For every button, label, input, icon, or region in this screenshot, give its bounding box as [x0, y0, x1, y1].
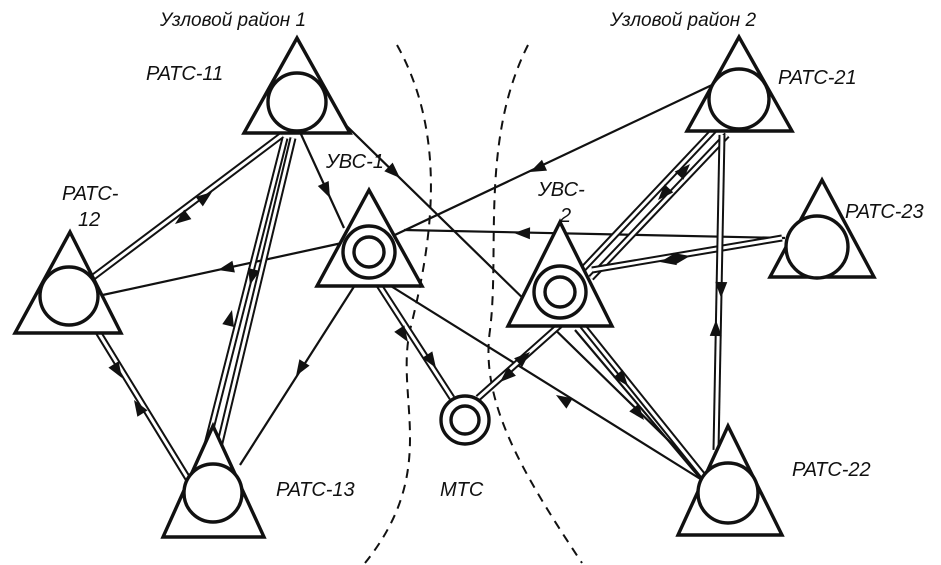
link-ratc11-ratc22	[317, 97, 710, 481]
arrowheads	[108, 159, 728, 420]
ratc-12-circle	[38, 265, 100, 327]
link-uvs1-ratc22	[377, 277, 703, 481]
arrow-ratc21-uvs1	[530, 159, 548, 172]
arrow-ratc22-uvs1	[556, 395, 573, 409]
mtc-label: МТС	[440, 479, 484, 501]
dlink-ratc21-ratc22-inner	[714, 134, 724, 451]
arrow-uvs1-ratc13	[296, 359, 310, 376]
ratc-21-circle	[707, 67, 771, 131]
arrow-ratc23-uvs1	[514, 227, 531, 240]
arrow-ratc21-ratc22	[715, 281, 728, 298]
ratc-21-label: РАТС-21	[778, 67, 857, 89]
arrow-uvs2-mtc	[500, 366, 516, 382]
arrow-uvs1-mtc	[394, 325, 408, 342]
ratc-22-circle	[696, 461, 760, 525]
node-ratc-23	[767, 176, 877, 280]
uvs-2-ring-inner	[543, 275, 577, 309]
node-ratc-21	[684, 33, 795, 133]
ratc-23-label: РАТС-23	[845, 201, 924, 223]
arrow-ratc11-ratc13	[248, 268, 260, 285]
mtc-ring-inner	[449, 404, 481, 436]
arrow-uvs1-ratc12	[218, 260, 235, 273]
arrow-ratc13-ratc12	[134, 400, 148, 417]
dlink-ratc12-ratc13-inner	[90, 321, 192, 483]
uvs-1-ring-inner	[352, 235, 386, 269]
dlink-uvs2-ratc23-inner	[591, 236, 783, 272]
ratc-11-circle	[266, 71, 328, 133]
ratc-12-label-line2: 12	[78, 209, 100, 231]
ratc-23-circle	[784, 214, 850, 280]
link-ratc11-uvs1	[299, 131, 345, 229]
node-ratc-12	[12, 228, 124, 335]
labels: Узловой район 1 Узловой район 2 РАТС-11 …	[62, 10, 924, 501]
arrow-ratc22-ratc21	[709, 320, 722, 337]
arrow-ratc11-uvs2	[384, 162, 400, 178]
arrow-ratc13-ratc11	[222, 310, 234, 327]
link-ratc22-uvs2	[574, 329, 701, 479]
arrow-uvs2-ratc23	[673, 252, 690, 265]
dlink-ratc11-ratc13a-inner	[198, 137, 287, 473]
arrow-ratc11-ratc12	[175, 209, 192, 224]
arrow-ratc11-uvs1	[317, 180, 330, 198]
ratc-22-label: РАТС-22	[792, 459, 871, 481]
arrow-ratc12-ratc13	[108, 361, 122, 378]
uvs-1-label: УВС-1	[325, 151, 384, 173]
arrow-mtc-uvs2	[514, 352, 530, 368]
arrow-ratc21-uvs2	[658, 184, 674, 200]
dlink-uvs1-mtc-inner	[375, 281, 454, 399]
node-mtc	[439, 394, 491, 446]
double-links	[89, 125, 783, 484]
node-ratc-22	[675, 422, 785, 537]
ratc-13-label: РАТС-13	[276, 479, 355, 501]
ratc-13-circle	[182, 462, 244, 524]
arrow-ratc23-uvs2	[660, 253, 677, 266]
node-ratc-13	[160, 421, 267, 539]
node-uvs-1	[314, 186, 425, 288]
ratc-11-label: РАТС-11	[146, 63, 223, 85]
arrow-uvs2-ratc22a	[613, 369, 628, 386]
uvs-2-label-line2: 2	[559, 205, 571, 227]
region-2-label: Узловой район 2	[609, 10, 757, 31]
zone-boundary-right	[487, 44, 583, 564]
dlink-ratc11-ratc13b-inner	[211, 137, 295, 473]
ratc-12-label-line1: РАТС-	[62, 183, 119, 205]
arrow-uvs2-ratc21	[674, 164, 690, 180]
arrow-uvs2-ratc22b	[629, 403, 644, 420]
node-ratc-11	[241, 34, 353, 135]
dlink-uvs2-ratc21b-inner	[589, 133, 729, 280]
link-ratc21-uvs1	[379, 84, 713, 243]
dlink-uvs2-ratc21a-inner	[580, 126, 718, 272]
region-1-label: Узловой район 1	[159, 10, 306, 31]
arrow-ratc12-ratc11	[195, 192, 212, 207]
dlink-ratc11-ratc12-inner	[91, 133, 283, 280]
uvs-2-label-line1: УВС-	[537, 179, 585, 201]
dlink-uvs2-ratc22-inner	[576, 319, 707, 479]
node-uvs-2	[505, 218, 615, 328]
arrow-mtc-uvs1	[422, 351, 436, 368]
link-uvs1-ratc13	[239, 284, 356, 466]
